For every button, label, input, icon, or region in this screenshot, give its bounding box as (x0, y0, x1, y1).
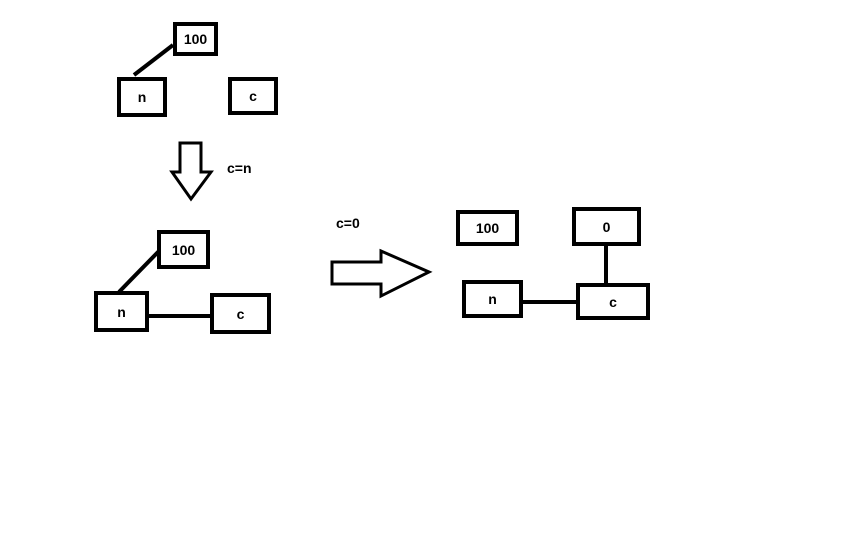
step2-n-box: n (94, 291, 149, 332)
step1-value-box: 100 (173, 22, 218, 56)
edge-100-to-n-step1 (132, 43, 175, 77)
step3-zero-box: 0 (572, 207, 641, 246)
step3-c-box: c (576, 283, 650, 320)
step3-value-box: 100 (456, 210, 519, 246)
step3-value-text: 100 (475, 220, 500, 236)
down-arrow-icon (169, 141, 214, 202)
step3-c-text: c (609, 293, 617, 310)
step3-zero-text: 0 (602, 218, 611, 235)
step2-value-box: 100 (157, 230, 210, 269)
step1-c-text: c (249, 88, 257, 104)
arrow-right-label: c=0 (336, 215, 360, 231)
step1-value-text: 100 (183, 31, 208, 47)
step2-c-text: c (236, 305, 245, 322)
edge-100-to-n-step2 (117, 249, 161, 294)
step1-n-box: n (117, 77, 167, 117)
step1-c-box: c (228, 77, 278, 115)
arrow-down-label: c=n (227, 160, 252, 176)
step1-n-text: n (137, 89, 147, 105)
step3-n-text: n (488, 291, 497, 307)
right-arrow-icon (330, 248, 433, 299)
step2-value-text: 100 (171, 241, 196, 258)
step2-n-text: n (117, 303, 126, 320)
step3-n-box: n (462, 280, 523, 318)
step2-c-box: c (210, 293, 271, 334)
